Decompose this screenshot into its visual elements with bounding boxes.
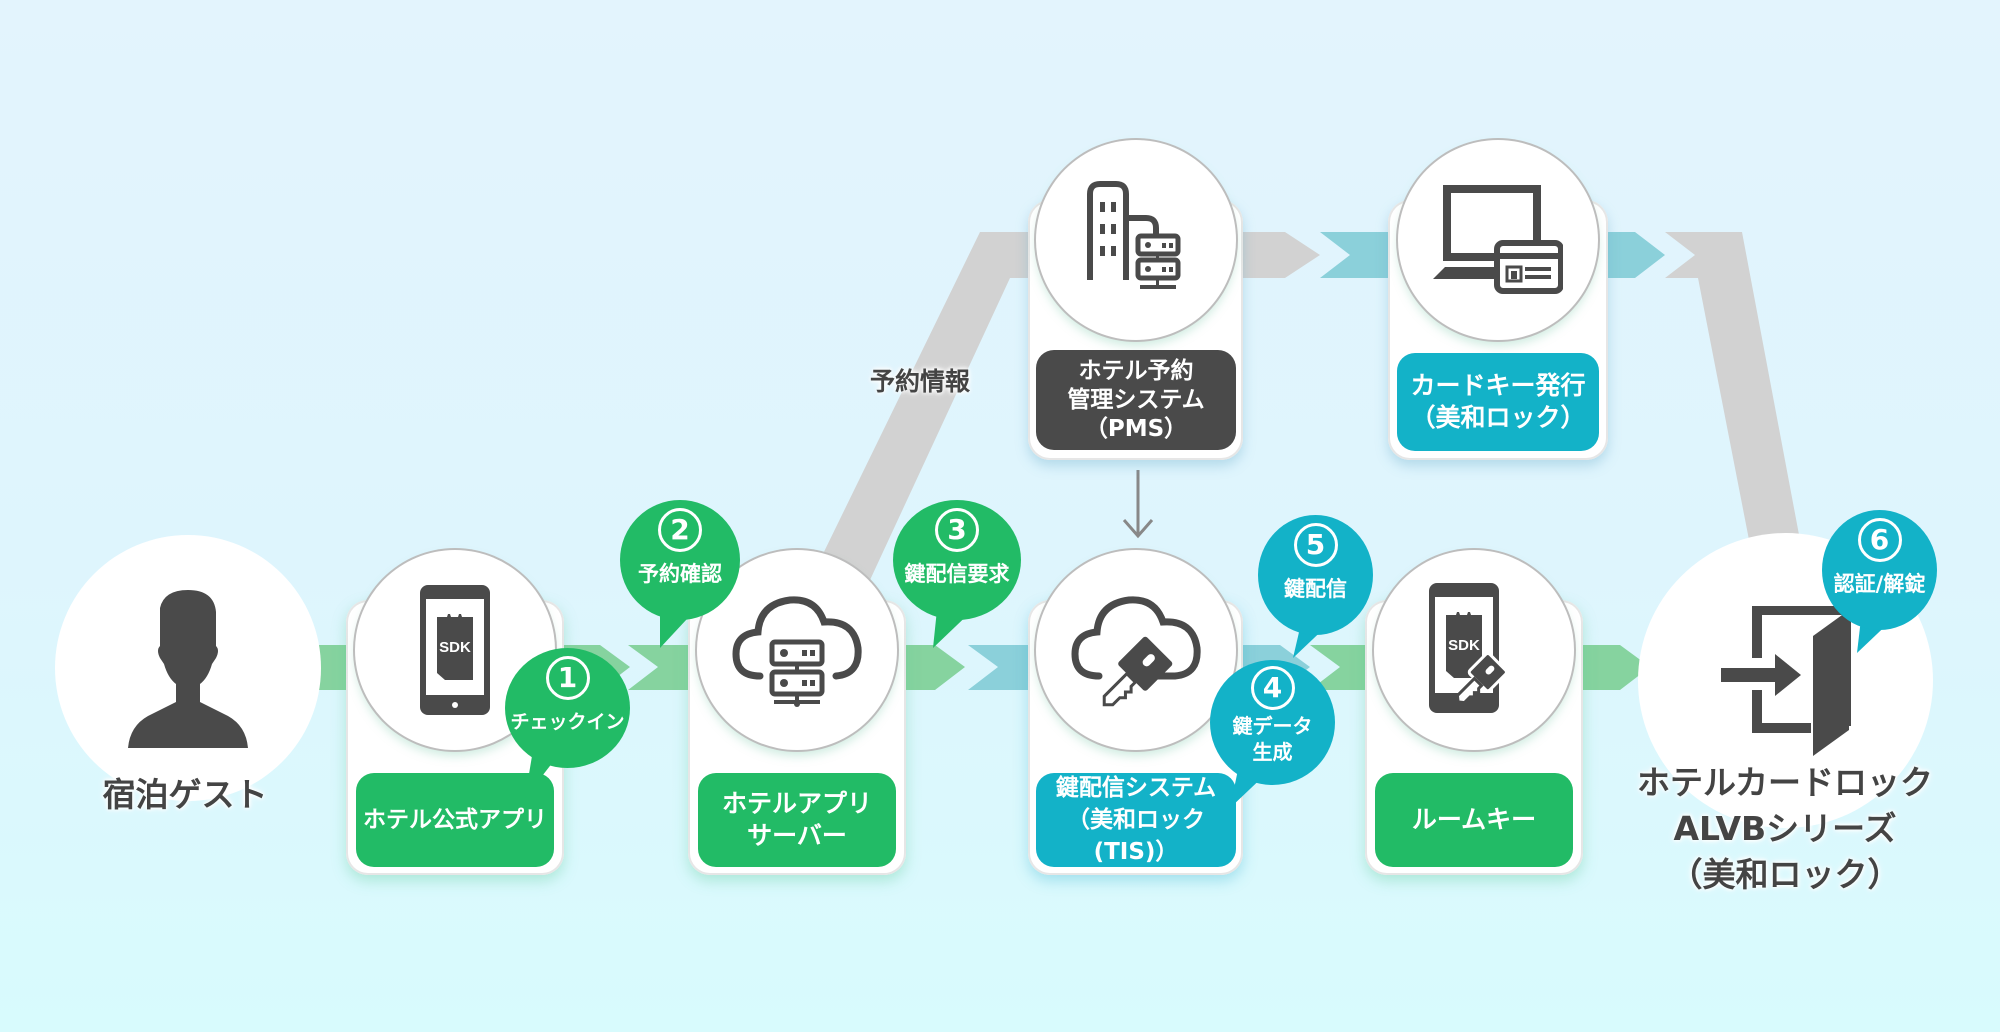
step-2-bubble: 2 予約確認 <box>620 500 740 648</box>
step-3-text: 鍵配信要求 <box>904 562 1010 586</box>
lock-label-line3: （美和ロック） <box>1669 855 1901 894</box>
app-circle: SDK <box>355 550 555 750</box>
card-key-label-line2: （美和ロック） <box>1410 403 1586 432</box>
reservation-info-label: 予約情報 <box>869 367 970 396</box>
sdk-text: SDK <box>439 639 471 656</box>
step-6-bubble: 6 認証/解錠 <box>1822 510 1937 653</box>
step-6-number: 6 <box>1857 518 1902 562</box>
room-key-circle: SDK <box>1374 550 1574 750</box>
step-1-text: チェックイン <box>510 711 625 733</box>
app-label-button[interactable]: ホテル公式アプリ <box>356 773 554 867</box>
pms-circle <box>1036 140 1236 340</box>
smartphone-key-icon: SDK <box>1429 582 1508 713</box>
tis-circle <box>1036 550 1236 750</box>
computer-card-icon <box>1433 185 1563 294</box>
room-key-label-button[interactable]: ルームキー <box>1375 773 1573 867</box>
cloud-server-icon <box>732 596 862 707</box>
room-key-label: ルームキー <box>1411 805 1537 834</box>
step-5-text: 鍵配信 <box>1284 577 1347 601</box>
door-enter-icon <box>1720 605 1851 756</box>
step-4-text-line1: 鍵データ <box>1232 714 1313 738</box>
step-4-text-line2: 生成 <box>1252 740 1293 764</box>
lock-label-line2: ALVBシリーズ <box>1673 809 1897 848</box>
step-3-bubble: 3 鍵配信要求 <box>893 500 1021 648</box>
tis-label-line1: 鍵配信システム <box>1055 775 1217 801</box>
tis-label-button[interactable]: 鍵配信システム （美和ロック(TIS)） <box>1036 773 1236 867</box>
step-4-number: 4 <box>1250 666 1295 710</box>
smartphone-sdk-icon: SDK <box>420 585 490 715</box>
pms-label-line2: 管理システム <box>1067 386 1205 413</box>
pms-label-line1: ホテル予約 <box>1078 357 1194 384</box>
lock-label: ホテルカードロック ALVBシリーズ （美和ロック） <box>1610 760 1960 898</box>
step-5-number: 5 <box>1293 523 1338 567</box>
pms-label-line3: （PMS） <box>1084 415 1188 442</box>
step-2-number: 2 <box>658 508 702 552</box>
app-label: ホテル公式アプリ <box>363 807 547 833</box>
app-server-label-line2: サーバー <box>747 821 847 850</box>
down-arrow-head <box>1122 519 1154 539</box>
step-1-bubble: 1 チェックイン <box>505 648 630 798</box>
step-1-number: 1 <box>545 656 590 700</box>
tis-label-line2: （美和ロック(TIS)） <box>1067 807 1205 865</box>
card-key-circle <box>1398 140 1598 340</box>
step-5-bubble: 5 鍵配信 <box>1258 515 1373 658</box>
building-server-icon <box>1087 181 1181 289</box>
guest-circle <box>55 535 321 801</box>
step-6-text: 認証/解錠 <box>1833 572 1926 596</box>
card-key-label-button[interactable]: カードキー発行 （美和ロック） <box>1397 353 1599 451</box>
lock-label-line1: ホテルカードロック <box>1636 763 1933 802</box>
step-4-bubble: 4 鍵データ 生成 <box>1210 660 1335 808</box>
app-server-label-button[interactable]: ホテルアプリ サーバー <box>698 773 896 867</box>
pms-label-button[interactable]: ホテル予約 管理システム （PMS） <box>1036 350 1236 450</box>
person-icon <box>128 590 248 748</box>
guest-label: 宿泊ゲスト <box>102 775 268 814</box>
gray-connector-up <box>820 232 1060 580</box>
step-2-text: 予約確認 <box>638 562 722 586</box>
app-server-label-line1: ホテルアプリ <box>721 789 872 818</box>
cloud-key-icon <box>1071 596 1201 707</box>
sdk-text: SDK <box>1448 637 1480 654</box>
step-3-number: 3 <box>935 508 979 552</box>
gray-connector-down <box>1665 232 1800 545</box>
card-key-label-line1: カードキー発行 <box>1410 371 1586 400</box>
